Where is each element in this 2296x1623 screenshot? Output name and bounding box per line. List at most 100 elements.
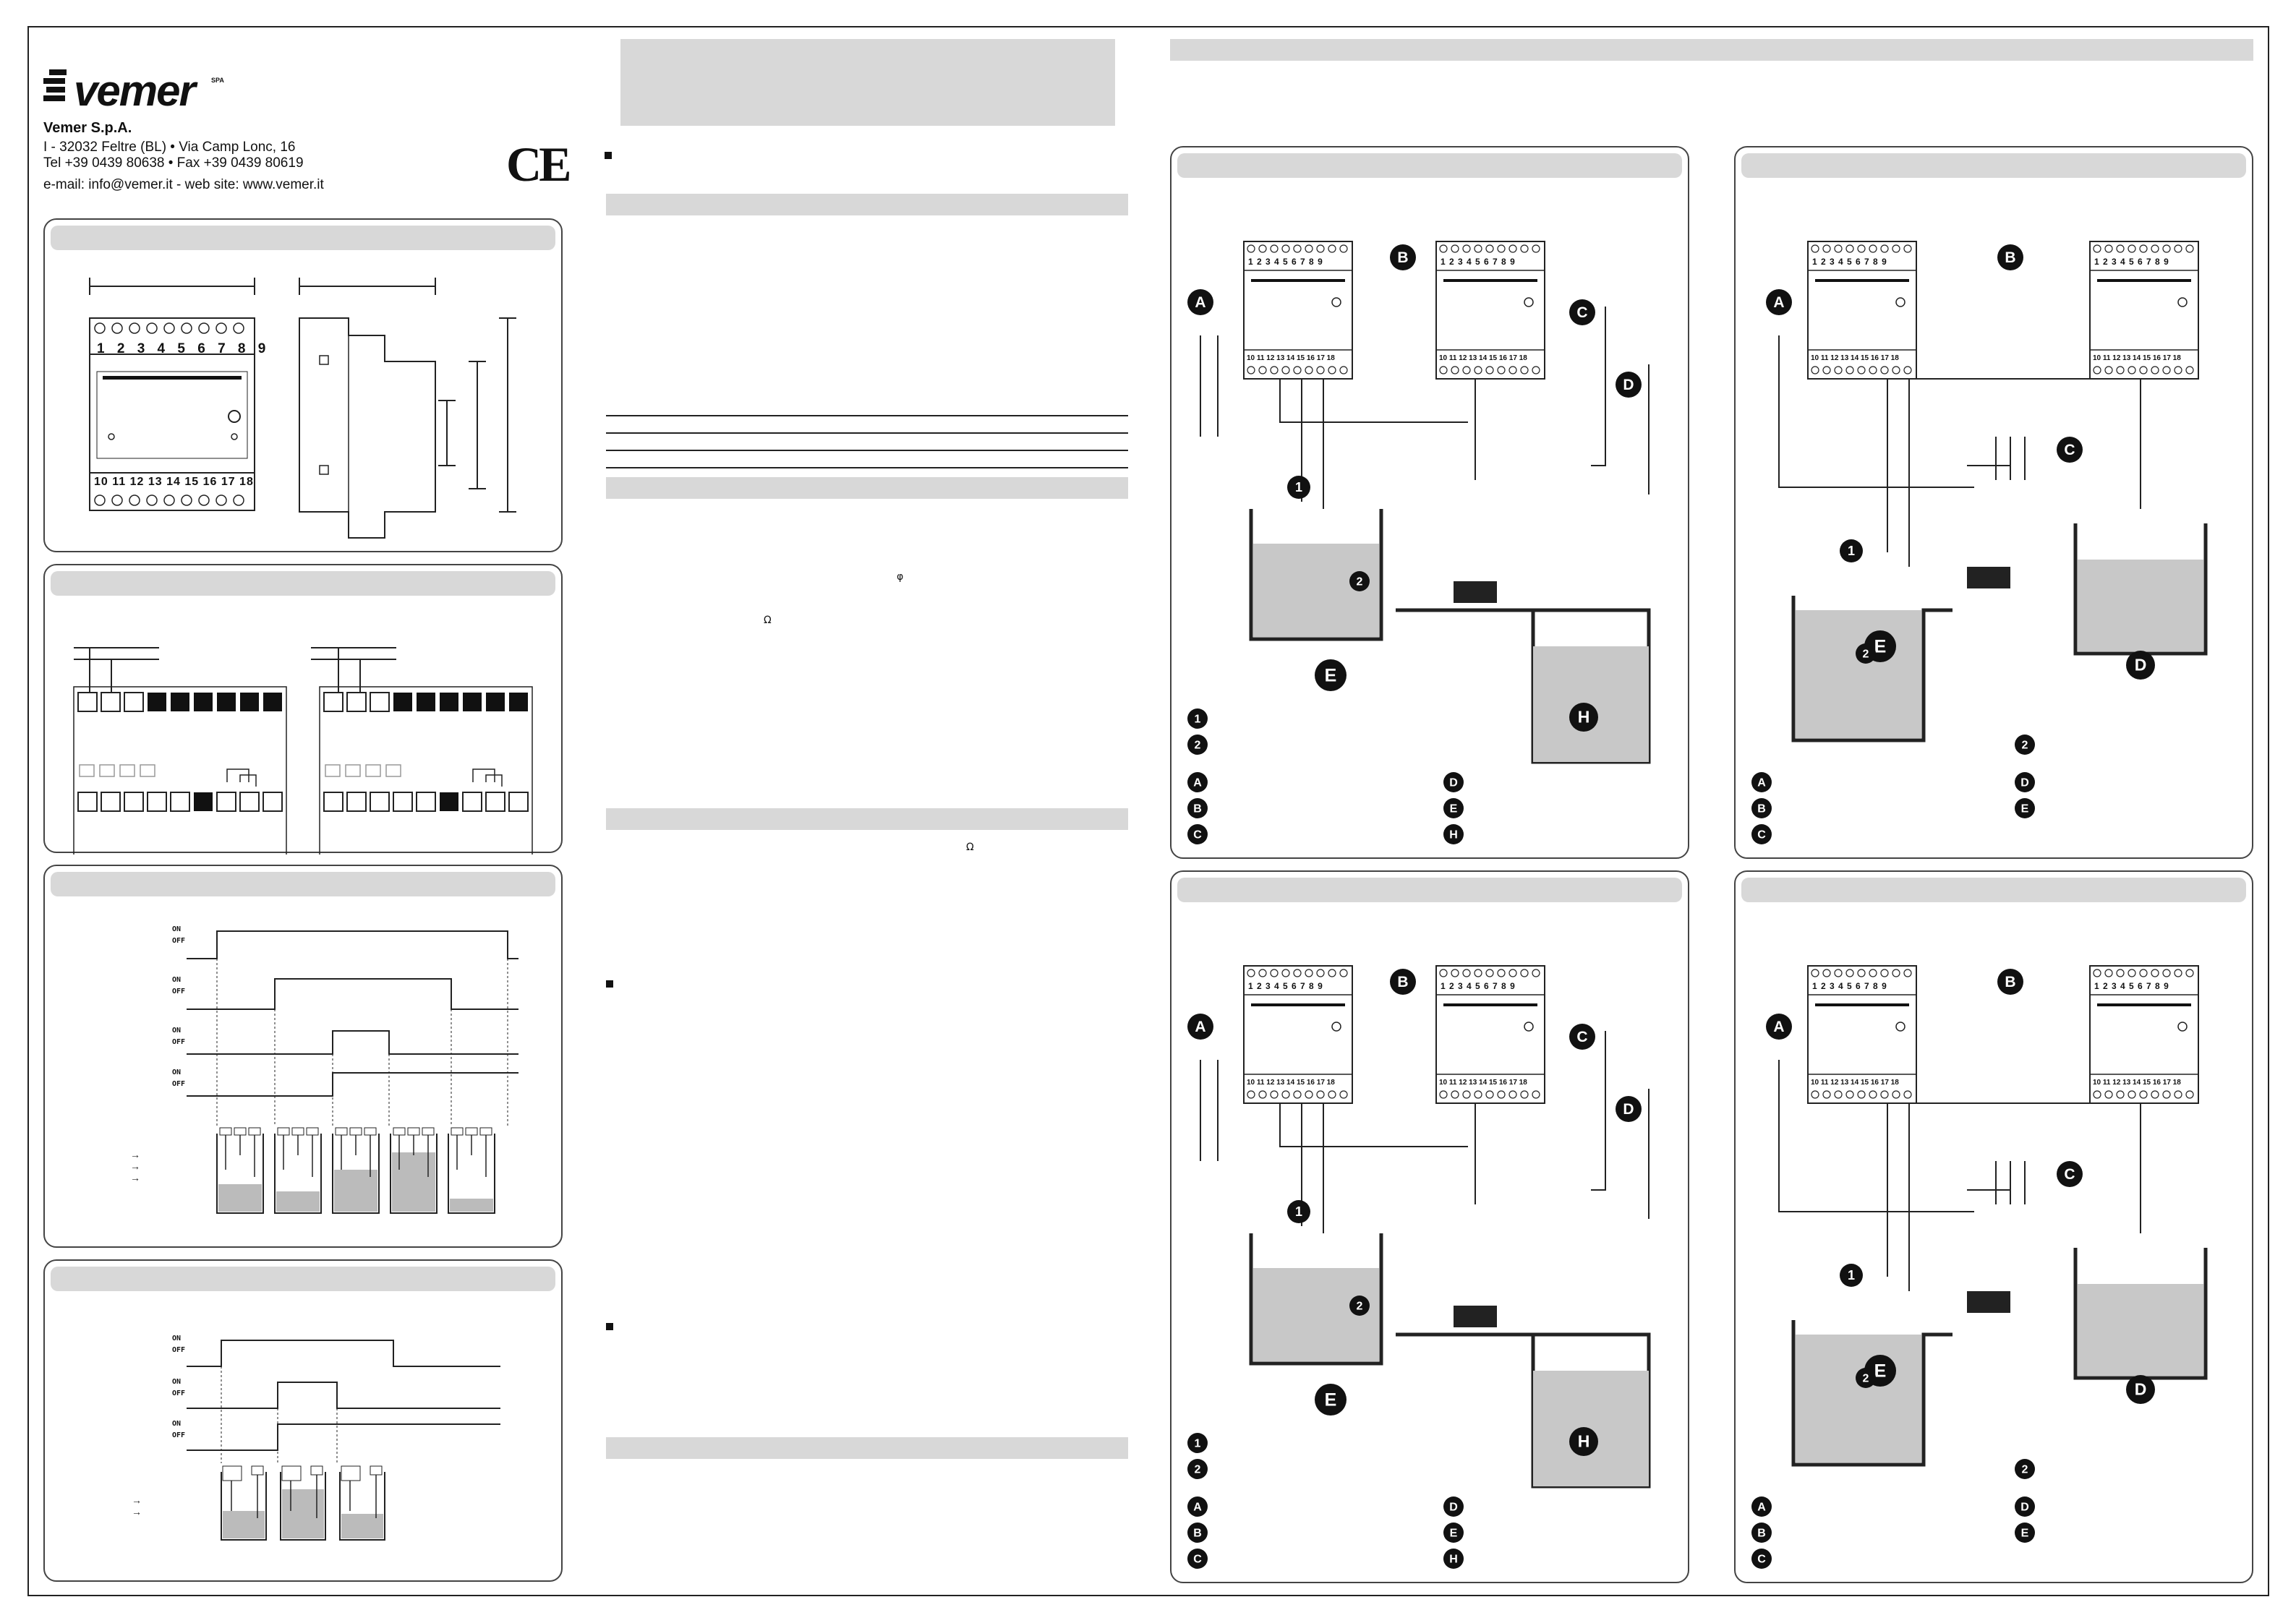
- table-line-1: [606, 415, 1128, 416]
- label-A-badge: A: [1766, 1014, 1792, 1040]
- page-frame: [27, 26, 2269, 1596]
- legend-2: 2: [2015, 1459, 2035, 1479]
- company-name: Vemer S.p.A.: [43, 120, 132, 136]
- timing-panel-2-header: [51, 1267, 555, 1291]
- section-bar-2: [606, 477, 1128, 499]
- installation-panel-3: 1 2 3 4 5 6 7 8 9 10 11 12 13 14 15 16 17…: [1170, 870, 1689, 1583]
- terminal-blocks: [77, 692, 529, 812]
- svg-text:A: A: [1773, 294, 1784, 311]
- legend-D: D: [2015, 772, 2035, 792]
- timing-panel-1: →→→ ON OFF ON OFF ON OFF ON OFF: [43, 865, 563, 1248]
- svg-text:C: C: [1576, 304, 1587, 321]
- logo-suffix: SPA: [211, 77, 224, 84]
- module-bottom-numbers: 10 11 12 13 14 15 16 17 18: [1439, 354, 1527, 362]
- connections-drawing: [73, 647, 533, 855]
- front-bottom-terminal-numbers: 10 11 12 13 14 15 16 17 18: [94, 476, 254, 488]
- svg-text:→: →: [130, 1149, 140, 1160]
- installation-diagram-3: 1 2 3 4 5 6 7 8 9 10 11 12 13 14 15 16 17…: [1187, 965, 1651, 1569]
- svg-text:H: H: [1449, 828, 1458, 841]
- t1-on-3: ON: [172, 1027, 182, 1035]
- legend-1: 1: [1187, 708, 1208, 729]
- label-C-badge: C: [2057, 437, 2083, 463]
- t2-off-3: OFF: [172, 1431, 186, 1439]
- vemer-logo-icon: [43, 69, 67, 101]
- label-B-badge: B: [1997, 969, 2023, 995]
- label-2-badge: 2: [1856, 643, 1876, 664]
- module-bottom-numbers: 10 11 12 13 14 15 16 17 18: [2093, 1079, 2181, 1087]
- label-D-badge: D: [1616, 1096, 1642, 1122]
- svg-text:H: H: [1578, 1432, 1590, 1451]
- label-B-badge: B: [1390, 969, 1416, 995]
- svg-text:D: D: [1449, 1501, 1458, 1513]
- legend-E: E: [1443, 1523, 1464, 1543]
- legend-A: A: [1187, 1496, 1208, 1517]
- svg-text:1: 1: [1295, 480, 1302, 494]
- legend-C: C: [1751, 824, 1772, 844]
- t2-on-3: ON: [172, 1420, 182, 1428]
- label-1-badge: 1: [1840, 1264, 1863, 1287]
- svg-text:2: 2: [1863, 1372, 1869, 1384]
- svg-text:1: 1: [1295, 1204, 1302, 1219]
- module-top-numbers: 1 2 3 4 5 6 7 8 9: [1248, 981, 1323, 991]
- svg-text:B: B: [1193, 802, 1202, 815]
- dimensions-panel-header: [51, 226, 555, 250]
- t1-off-3: OFF: [172, 1038, 186, 1046]
- legend-C: C: [1187, 824, 1208, 844]
- installation-diagram-4: 1 2 3 4 5 6 7 8 9 10 11 12 13 14 15 16 17…: [1751, 965, 2208, 1569]
- t2-on-2: ON: [172, 1378, 182, 1386]
- svg-text:H: H: [1578, 708, 1590, 727]
- svg-text:A: A: [1193, 776, 1202, 789]
- svg-text:E: E: [1450, 802, 1458, 815]
- legend-D: D: [1443, 772, 1464, 792]
- t2-off-1: OFF: [172, 1346, 186, 1354]
- t2-on-1: ON: [172, 1335, 182, 1342]
- company-web: e-mail: info@vemer.it - web site: www.ve…: [43, 177, 324, 192]
- timing-diagram-2: →→: [132, 1340, 500, 1541]
- section-bar-3: [606, 808, 1128, 830]
- label-2-badge: 2: [1349, 571, 1370, 591]
- wiring: [1778, 1060, 2162, 1291]
- svg-text:C: C: [1193, 1553, 1202, 1565]
- svg-text:B: B: [1397, 249, 1408, 266]
- label-D-badge: D: [2126, 1375, 2155, 1404]
- svg-text:E: E: [2021, 802, 2029, 815]
- label-D-badge: D: [2126, 651, 2155, 680]
- installation-panel-3-header: [1177, 878, 1682, 902]
- wiring: [1778, 335, 2162, 567]
- module-top-numbers: 1 2 3 4 5 6 7 8 9: [1441, 981, 1516, 991]
- svg-text:→: →: [132, 1506, 142, 1517]
- svg-text:C: C: [1757, 1553, 1766, 1565]
- legend-A: A: [1751, 772, 1772, 792]
- installation-panel-4: 1 2 3 4 5 6 7 8 9 10 11 12 13 14 15 16 17…: [1734, 870, 2253, 1583]
- svg-text:B: B: [2005, 974, 2015, 990]
- svg-text:E: E: [1874, 636, 1887, 656]
- logo-text: vemer: [74, 67, 196, 115]
- svg-text:D: D: [2020, 776, 2029, 789]
- svg-text:C: C: [1193, 828, 1202, 841]
- omega-symbol-2: Ω: [966, 842, 974, 853]
- bullet-1: [605, 152, 612, 159]
- module-bottom-numbers: 10 11 12 13 14 15 16 17 18: [2093, 354, 2181, 362]
- module-bottom-numbers: 10 11 12 13 14 15 16 17 18: [1439, 1079, 1527, 1087]
- right-header-bar: [1170, 39, 2253, 61]
- module-top-numbers: 1 2 3 4 5 6 7 8 9: [1812, 981, 1887, 991]
- label-B-badge: B: [1390, 244, 1416, 270]
- timing-panel-2: →→ ON OFF ON OFF ON OFF: [43, 1259, 563, 1582]
- label-2-badge: 2: [1856, 1368, 1876, 1388]
- label-1-badge: 1: [1840, 539, 1863, 562]
- label-A-badge: A: [1766, 289, 1792, 315]
- svg-text:2: 2: [1357, 575, 1363, 588]
- svg-text:2: 2: [1195, 739, 1201, 751]
- svg-text:2: 2: [1863, 648, 1869, 660]
- svg-text:C: C: [1576, 1029, 1587, 1045]
- svg-text:B: B: [1397, 974, 1408, 990]
- t1-off-4: OFF: [172, 1080, 186, 1088]
- timing-panel-1-header: [51, 872, 555, 896]
- t1-on-4: ON: [172, 1069, 182, 1076]
- label-A-badge: A: [1187, 289, 1213, 315]
- svg-text:D: D: [2135, 656, 2147, 675]
- svg-text:1: 1: [1195, 713, 1201, 725]
- t1-off-1: OFF: [172, 937, 186, 945]
